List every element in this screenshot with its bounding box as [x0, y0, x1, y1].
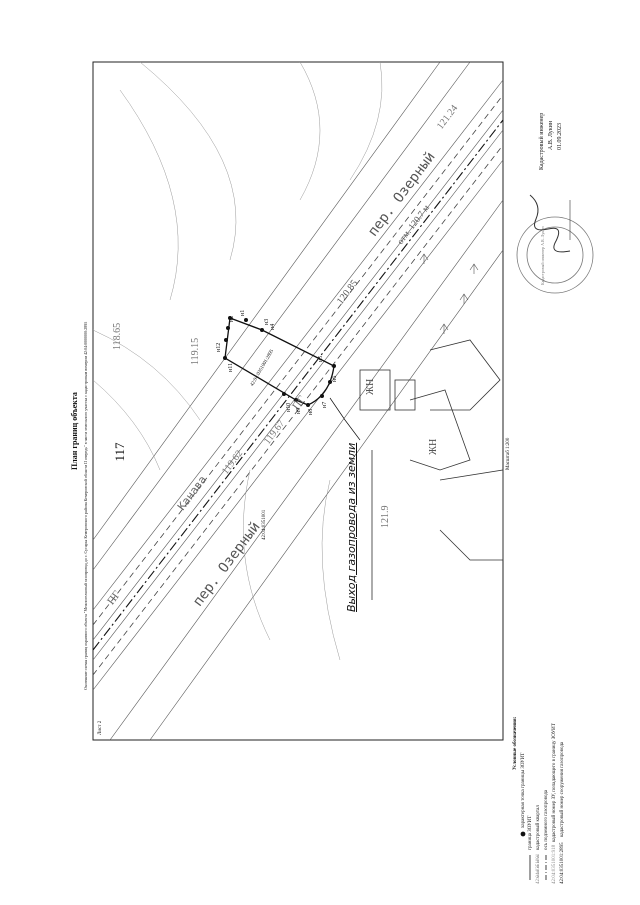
sheet-label: Лист 2 [98, 720, 103, 735]
plan-subtitle: Окончание схемы границ охранного объекта… [83, 321, 88, 690]
point-label-n10: н10 [286, 402, 292, 412]
road-lines [92, 61, 504, 741]
tree-symbols [419, 253, 479, 334]
gas-exit-label: Выход газопровода из земли [345, 442, 358, 612]
point-label-n12: н12 [216, 342, 222, 352]
handwritten-signature [529, 194, 571, 253]
legend-item-structure: кадастровый номер сооружения газопровода [560, 741, 565, 837]
point-label-n11: н11 [228, 363, 234, 372]
terrain-curves [92, 61, 383, 661]
map-frame [92, 61, 504, 741]
cadastral-quarter-label: 42:04:0351001 [262, 509, 267, 540]
signature-date: 01.09.2023 [557, 123, 563, 150]
scale-label: Масштаб 1:200 [506, 437, 511, 470]
elevation-label-3: 119.15 [190, 337, 201, 365]
legend-item-boundary: граница ЗОУИТ [528, 815, 533, 850]
dashed-lines [92, 94, 504, 676]
gas-exit-leader [329, 397, 361, 441]
legend-item-point: характерная точка границы ЗОУИТ [521, 752, 526, 828]
elevation-label-4: 118.65 [112, 322, 123, 350]
legend-symbols [520, 831, 547, 880]
point-label-n4: н4 [270, 323, 276, 330]
point-label-n7: н7 [322, 401, 328, 408]
point-label-n8: н8 [308, 408, 314, 415]
boundary-points [223, 316, 336, 407]
legend-sample-quarter: 42:04:0351001 [536, 853, 541, 884]
legend-sample-parcel: 42:04:0351001:918 [552, 844, 557, 884]
legend-heading: Условные обозначения: [513, 716, 518, 770]
point-label-n9: н9 [296, 407, 302, 414]
buildings [359, 339, 504, 561]
legend-item-parcel: кадастровый номер ЗУ, попадающего в гран… [552, 723, 557, 842]
elevation-label-7: 121.9 [380, 505, 391, 529]
engineer-name: А.В. Лукин [548, 120, 554, 150]
point-label-n1: н1 [240, 309, 246, 316]
house-label-1: ЖН [428, 438, 439, 455]
engineer-role: Кадастровый инженер [539, 112, 545, 170]
stamp-text: Кадастровый инженер А.В. Лукин [540, 226, 545, 285]
house-label-2: ЖН [365, 378, 376, 395]
legend-item-pipe: ось подземного газопровода [544, 789, 549, 850]
legend-sample-structure: 42:04:0351001:2895 [560, 842, 565, 884]
point-label-n6: н6 [332, 375, 338, 382]
point-label-n2: н2 [229, 315, 235, 322]
gas-pipe-axis [92, 119, 504, 651]
round-stamp [516, 216, 594, 294]
point-label-n5: н5 [318, 355, 324, 362]
legend-item-quarter: кадастровый квартал [536, 805, 541, 850]
plan-title: План границ объекта [70, 392, 79, 470]
